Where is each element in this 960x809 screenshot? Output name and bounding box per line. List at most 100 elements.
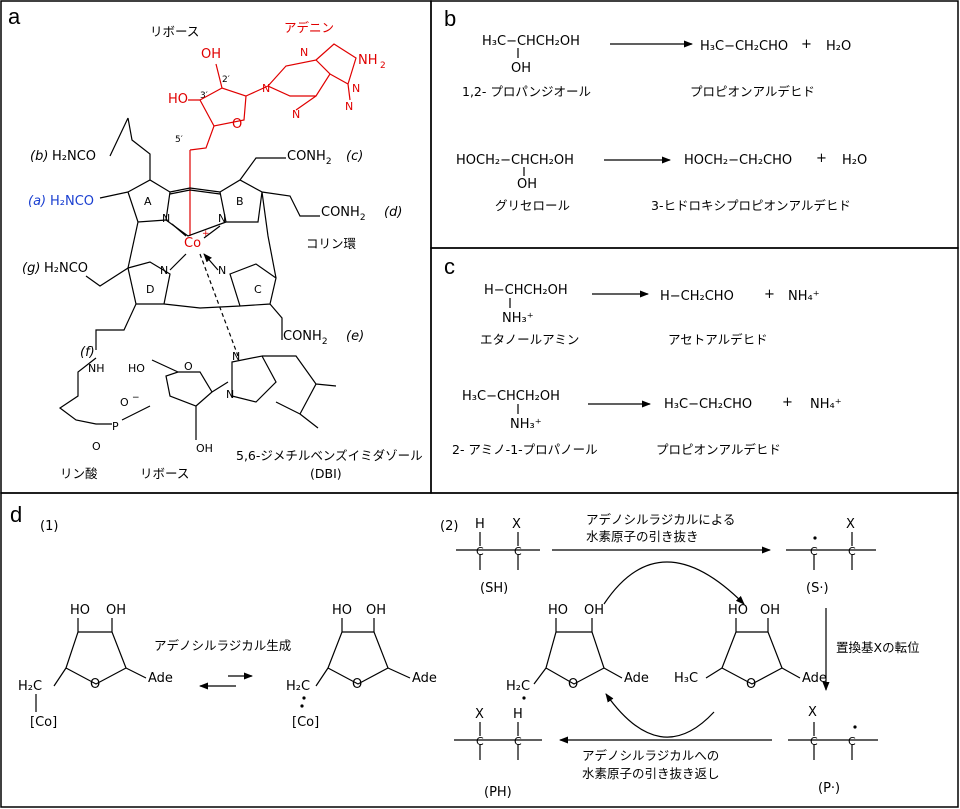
d1-right-co: [Co] xyxy=(292,715,319,730)
sh-h-label: H xyxy=(475,517,485,532)
top-arrow-label-2: 水素原子の引き抜き xyxy=(586,529,699,544)
adenine-n1: N xyxy=(262,82,270,95)
dbi-label: (DBI) xyxy=(310,466,342,481)
panel-label-c: c xyxy=(444,254,455,279)
b-r2-product: HOCH₂−CH₂CHO xyxy=(684,153,792,168)
corrin-ring-label: コリン環 xyxy=(306,236,357,251)
cobalt-label: Co xyxy=(184,236,201,251)
d2-radical-dot xyxy=(522,696,526,700)
side-chain-c-group: CONH2 xyxy=(287,149,332,167)
b-r2-plus: + xyxy=(816,151,827,166)
c-r2-plus: + xyxy=(782,395,793,410)
d-sub-2: (2) xyxy=(440,519,458,534)
bottom-arrow-label-1: アデノシルラジカルへの xyxy=(582,748,719,763)
side-chain-b-group: H₂NCO xyxy=(52,149,96,164)
b-r2-water: H₂O xyxy=(842,153,867,168)
d1-right-h2c: H₂C xyxy=(286,679,310,694)
bottom-arrow-label-2: 水素原子の引き抜き返し xyxy=(582,766,720,781)
side-arrow-label: 置換基Xの転位 xyxy=(836,640,920,655)
pos-2-label: 2′ xyxy=(222,75,230,85)
b-r2-product-name: 3-ヒドロキシプロピオンアルデヒド xyxy=(651,198,851,213)
ho-3-label: HO xyxy=(168,92,188,107)
ph-label: (PH) xyxy=(484,785,512,800)
side-chain-a-group: H₂NCO xyxy=(50,194,94,209)
ring-B-label: B xyxy=(236,195,244,208)
d2-right-h3c: H₃C xyxy=(674,671,698,686)
loop-ho: HO xyxy=(128,362,145,375)
dbi-n1: N xyxy=(232,350,240,363)
c-r1-product-name: アセトアルデヒド xyxy=(668,332,768,347)
d1-co-radical-dot xyxy=(300,704,304,708)
ph-c1: C xyxy=(476,735,484,748)
c-r1-substrate-name: エタノールアミン xyxy=(480,332,579,347)
side-chain-e-group: CONH2 xyxy=(283,329,328,347)
side-chain-d-group: CONH2 xyxy=(321,205,366,223)
adenine-n4: N xyxy=(300,46,308,59)
d2-right-ho: HO xyxy=(728,603,748,618)
dmb-label: 5,6-ジメチルベンズイミダゾール xyxy=(236,448,423,463)
c-r2-ammonium: NH₄⁺ xyxy=(810,397,842,412)
cobalt-coordination xyxy=(169,223,221,271)
d2-left-oh: OH xyxy=(584,603,604,618)
panel-label-b: b xyxy=(444,6,456,31)
b-r2-oh: OH xyxy=(517,177,537,192)
panel-d2-scheme: (2) H X C C (SH) アデノシルラジカルによる 水素原子の引き抜き … xyxy=(440,512,920,800)
ph-x-label: X xyxy=(475,707,484,722)
c-r2-product: H₃C−CH₂CHO xyxy=(664,397,752,412)
d1-right-ho: HO xyxy=(332,603,352,618)
corrin-ring-bonds xyxy=(85,117,320,350)
pos-5-label: 5′ xyxy=(175,135,183,145)
p-rad-dot xyxy=(853,725,857,729)
side-chain-e-label: (e) xyxy=(346,329,364,344)
ring-n-a: N xyxy=(162,212,170,225)
cycle-upper-arrow xyxy=(603,561,745,605)
c-r1-plus: + xyxy=(764,287,775,302)
phosphate-o-minus: O xyxy=(120,396,129,409)
d1-right-oh: OH xyxy=(366,603,386,618)
ring-n-b: N xyxy=(218,212,226,225)
b-r2-substrate: HOCH₂−CHCH₂OH xyxy=(456,153,574,168)
panel-d1-scheme: (1) HO OH O Ade H₂C [Co] アデノシルラジカル生成 HO … xyxy=(18,519,437,730)
c-r2-substrate: H₃C−CHCH₂OH xyxy=(462,389,560,404)
phosphate-o: O xyxy=(92,440,101,453)
ring-C-label: C xyxy=(254,283,262,296)
side-chain-b-label: (b) xyxy=(30,149,48,164)
ring-n-c: N xyxy=(218,264,226,277)
c-r1-ammonium: NH₄⁺ xyxy=(788,289,820,304)
c-r2-nh3: NH₃⁺ xyxy=(510,417,542,432)
s-rad-x-label: X xyxy=(846,517,855,532)
s-rad-c1: C xyxy=(810,545,818,558)
ribose-bottom-label: リボース xyxy=(140,466,189,481)
panel-label-a: a xyxy=(8,4,21,29)
d2-right-oh: OH xyxy=(760,603,780,618)
p-rad-c2: C xyxy=(848,735,856,748)
b-r1-product: H₃C−CH₂CHO xyxy=(700,39,788,54)
adenine-label: アデニン xyxy=(284,20,334,35)
side-chain-g-group: H₂NCO xyxy=(44,261,88,276)
d1-right-o: O xyxy=(352,677,362,692)
b-r2-substrate-name: グリセロール xyxy=(495,198,570,213)
c-r2-product-name: プロピオンアルデヒド xyxy=(656,442,781,457)
d2-right-ade: Ade xyxy=(802,671,827,686)
sh-x-label: X xyxy=(512,517,521,532)
ribose-top-label: リボース xyxy=(150,24,199,39)
panel-c-reactions: H−CHCH₂OH NH₃⁺ H−CH₂CHO + NH₄⁺ エタノールアミン … xyxy=(452,283,842,457)
b-r1-substrate-name: 1,2- プロパンジオール xyxy=(462,84,591,99)
d1-left-o: O xyxy=(90,677,100,692)
side-chain-a-label: (a) xyxy=(28,194,46,209)
d1-left-oh: OH xyxy=(106,603,126,618)
oh-2-label: OH xyxy=(201,47,221,62)
ph-h-label: H xyxy=(513,707,523,722)
side-chain-f-label: (f) xyxy=(80,345,95,360)
ring-A-label: A xyxy=(144,195,152,208)
phosphate-p: P xyxy=(112,420,119,433)
b-r1-product-name: プロピオンアルデヒド xyxy=(690,84,815,99)
panel-d-frame xyxy=(0,492,959,808)
p-rad-skeleton xyxy=(788,722,878,760)
amide-nh-label: NH xyxy=(88,362,105,375)
c-r2-substrate-name: 2- アミノ-1-プロパノール xyxy=(452,442,598,457)
side-chain-c-label: (c) xyxy=(346,149,363,164)
nucleotide-loop-bonds xyxy=(58,355,337,440)
d1-left-ring xyxy=(53,618,147,687)
